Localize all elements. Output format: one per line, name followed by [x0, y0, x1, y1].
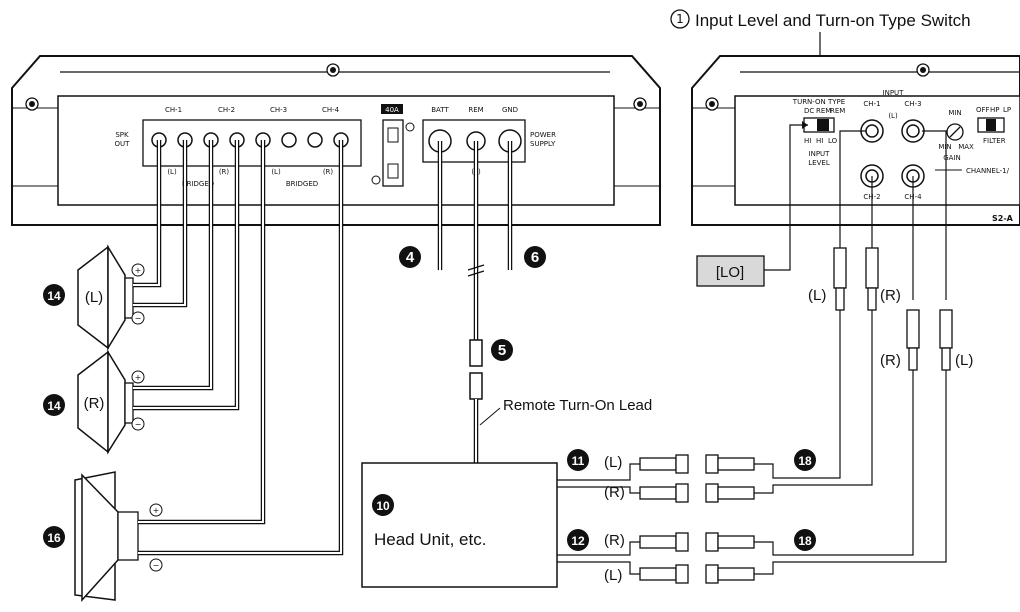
svg-text:CH-1: CH-1	[863, 100, 880, 108]
speaker-terminal	[151, 132, 349, 148]
svg-text:(R): (R)	[880, 287, 901, 304]
gain-knob[interactable]	[946, 123, 964, 141]
svg-text:OUT: OUT	[115, 140, 131, 148]
callout-badges: 4 6 5 14 14 16 10 11 12 18 18	[43, 246, 816, 551]
svg-text:CHANNEL-1/: CHANNEL-1/	[966, 167, 1010, 175]
fuse-holder: 40A	[371, 104, 415, 187]
svg-text:LP: LP	[1003, 106, 1011, 114]
rca-plugs	[833, 130, 953, 371]
svg-text:HI: HI	[804, 137, 811, 145]
amplifier-left: SPK OUT CH-1 CH-2 CH-3 CH-4 (L) BRIDGED …	[11, 55, 661, 226]
lo-label: [LO]	[716, 264, 744, 281]
svg-text:6: 6	[531, 249, 539, 266]
input-label: INPUT	[883, 89, 905, 97]
remote-lead-label: Remote Turn-On Lead	[503, 397, 652, 414]
ch3-label: CH-3	[270, 106, 287, 114]
ch4-label: CH-4	[322, 106, 340, 114]
svg-text:16: 16	[47, 531, 61, 545]
svg-text:HP: HP	[990, 106, 1000, 114]
svg-text:(L): (L)	[271, 168, 281, 176]
rem-label: REM	[468, 106, 483, 114]
svg-text:LO: LO	[828, 137, 838, 145]
svg-text:(L): (L)	[888, 112, 898, 120]
svg-text:18: 18	[798, 454, 812, 468]
svg-text:14: 14	[47, 399, 61, 413]
subwoofer	[74, 471, 139, 602]
svg-text:LEVEL: LEVEL	[808, 159, 830, 167]
svg-text:−: −	[135, 314, 142, 323]
amplifier-right: TURN-ON TYPE DC REM REM HI HI LO INPUT L…	[691, 55, 1020, 226]
svg-text:5: 5	[498, 342, 506, 359]
spk-out-label: SPK	[115, 131, 129, 139]
svg-text:REM: REM	[830, 107, 845, 115]
speaker-left	[77, 244, 134, 351]
ch2-label: CH-2	[218, 106, 235, 114]
svg-text:MAX: MAX	[958, 143, 974, 151]
screw-icon	[705, 63, 930, 111]
svg-text:GAIN: GAIN	[943, 154, 961, 162]
svg-text:FILTER: FILTER	[983, 137, 1006, 145]
svg-text:OFF: OFF	[976, 106, 990, 114]
svg-text:12: 12	[571, 534, 585, 548]
svg-text:REM: REM	[816, 107, 831, 115]
svg-text:11: 11	[572, 454, 585, 468]
svg-text:(L): (L)	[604, 567, 622, 584]
svg-text:10: 10	[376, 499, 390, 513]
svg-text:(L): (L)	[167, 168, 177, 176]
svg-text:+: +	[135, 373, 142, 382]
switch-title: Input Level and Turn-on Type Switch	[695, 11, 971, 30]
svg-text:MIN: MIN	[948, 109, 961, 117]
input-level-switch[interactable]	[803, 117, 835, 133]
batt-label: BATT	[431, 106, 449, 114]
svg-text:BRIDGED: BRIDGED	[286, 180, 318, 188]
model-label: S2-A	[992, 214, 1014, 223]
polarity-symbols: + − + − + −	[131, 263, 163, 572]
head-unit: Head Unit, etc.	[361, 462, 558, 588]
turn-on-type-label: TURN-ON TYPE	[792, 98, 845, 106]
svg-text:(R): (R)	[880, 352, 901, 369]
svg-text:CH-3: CH-3	[904, 100, 921, 108]
svg-text:(R): (R)	[604, 532, 625, 549]
svg-text:(L): (L)	[955, 352, 973, 369]
svg-text:SUPPLY: SUPPLY	[530, 140, 556, 148]
svg-text:(L): (L)	[604, 454, 622, 471]
rca-cables	[557, 310, 947, 584]
speaker-wires	[133, 140, 344, 556]
svg-text:MIN: MIN	[938, 143, 951, 151]
switch-number: 1	[676, 12, 684, 26]
svg-text:−: −	[153, 561, 160, 570]
svg-text:BRIDGED: BRIDGED	[182, 180, 214, 188]
speaker-right-label: (R)	[84, 395, 105, 412]
svg-text:HI: HI	[816, 137, 823, 145]
power-supply-label: POWER	[530, 131, 556, 139]
svg-text:(R): (R)	[604, 484, 625, 501]
ch1-label: CH-1	[165, 106, 182, 114]
svg-text:+: +	[153, 506, 160, 515]
speaker-right	[77, 349, 134, 455]
svg-text:+: +	[135, 266, 142, 275]
gnd-label: GND	[502, 106, 518, 114]
svg-text:(R): (R)	[219, 168, 230, 176]
screw-icon	[25, 63, 647, 111]
svg-text:(R): (R)	[323, 168, 334, 176]
power-wires	[437, 141, 513, 463]
svg-text:−: −	[135, 420, 142, 429]
fuse-rating: 40A	[385, 106, 399, 114]
svg-text:18: 18	[798, 534, 812, 548]
svg-text:4: 4	[406, 249, 415, 266]
svg-text:14: 14	[47, 289, 61, 303]
svg-text:(L): (L)	[808, 287, 826, 304]
input-level-label: INPUT	[809, 150, 831, 158]
lo-setting-box: [LO]	[696, 121, 808, 287]
svg-text:DC: DC	[804, 107, 814, 115]
filter-switch[interactable]	[977, 117, 1005, 133]
head-unit-label: Head Unit, etc.	[374, 530, 486, 549]
speaker-left-label: (L)	[85, 289, 103, 306]
